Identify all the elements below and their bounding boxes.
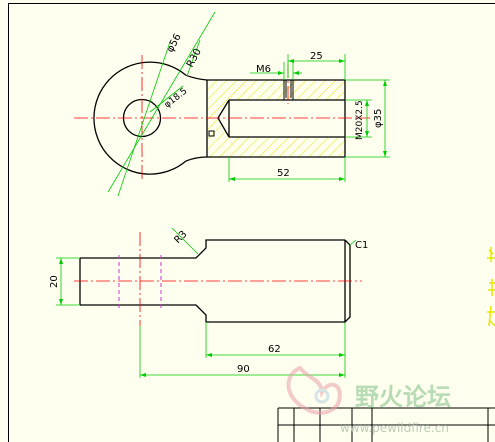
side-dim-arrows (59, 258, 345, 377)
dim-90: 90 (237, 364, 250, 375)
drawing-frame (8, 3, 495, 442)
dim-c1: C1 (355, 240, 368, 251)
dim-m6: M6 (256, 64, 271, 75)
top-view: φ56 R30 φ18.5 M6 25 M20X2.5 φ35 52 (74, 11, 390, 197)
dim-20: 20 (49, 275, 60, 288)
top-dimensions (107, 11, 390, 197)
dim-r3: R3 (172, 229, 189, 246)
eye-ring-outline (93, 61, 187, 175)
watermark-url: www.pewildfire.cn (340, 421, 449, 435)
dim-phi35: φ35 (373, 109, 384, 128)
side-view: R3 C1 20 62 90 (49, 227, 368, 378)
hidden-lines (118, 255, 162, 308)
watermark-title: 野火论坛 (355, 383, 451, 411)
dim-phi18-5: φ18.5 (163, 86, 190, 110)
dim-62: 62 (268, 344, 281, 355)
side-centerlines (74, 232, 362, 326)
dim-25: 25 (310, 51, 323, 62)
small-square-mark (208, 130, 215, 137)
dim-52: 52 (277, 168, 290, 179)
side-dimensions (56, 227, 357, 378)
watermark: 野火论坛 www.pewildfire.cn (286, 365, 451, 435)
wildfire-logo-icon (286, 365, 342, 415)
dim-phi56: φ56 (165, 32, 184, 54)
top-centerlines (74, 55, 370, 180)
side-outline (79, 239, 351, 324)
title-block (277, 407, 495, 442)
top-dim-arrows (229, 59, 387, 181)
m6-cross-hole (283, 80, 294, 101)
eye-transition-arc (185, 74, 208, 81)
dim-r30: R30 (185, 47, 204, 70)
hatch-section (207, 80, 345, 157)
edge-marks (487, 247, 495, 327)
dim-m20x2-5: M20X2.5 (355, 100, 365, 140)
eye-transition-arc-lower (185, 156, 208, 162)
